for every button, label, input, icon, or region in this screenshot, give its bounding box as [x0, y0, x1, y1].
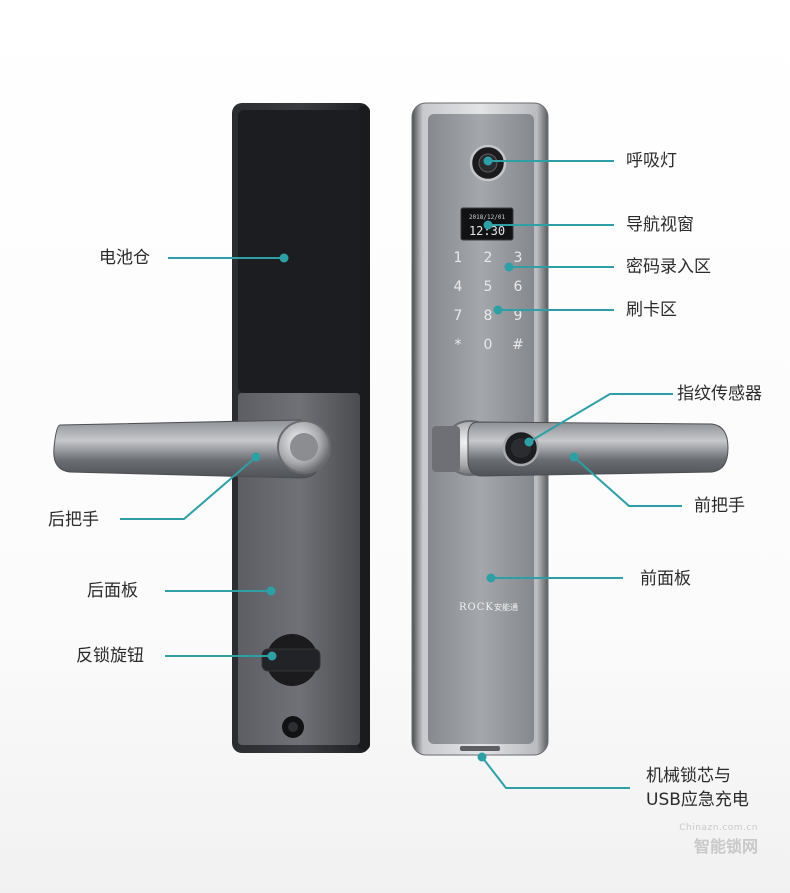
key-8[interactable]: 8	[484, 308, 493, 324]
key-star[interactable]: *	[455, 337, 462, 353]
callout-line-rear-handle	[120, 456, 257, 520]
label-rear-handle: 后把手	[48, 510, 99, 530]
callout-line-mech-core	[481, 756, 630, 789]
label-mech-core-line1: 机械锁芯与	[646, 766, 731, 786]
keypad: 1 2 3 4 5 6 7 8 9 * 0 #	[454, 250, 524, 353]
callout-lines	[120, 160, 682, 789]
battery-compartment	[238, 110, 360, 393]
callout-dot-rear-handle	[251, 452, 261, 462]
callout-dot-card-area	[493, 305, 503, 315]
key-4[interactable]: 4	[454, 279, 463, 295]
key-hash[interactable]: #	[512, 337, 524, 353]
thumb-turn-knob	[261, 648, 321, 672]
watermark: Chinazn.com.cn 智能锁网	[679, 823, 758, 857]
watermark-url: Chinazn.com.cn	[679, 823, 758, 833]
label-card-area: 刷卡区	[626, 300, 677, 320]
key-7[interactable]: 7	[454, 308, 463, 324]
label-mech-core-line2: USB应急充电	[646, 790, 749, 810]
display-time: 12:30	[469, 224, 505, 238]
watermark-name: 智能锁网	[693, 837, 758, 856]
callout-dot-nav-window	[483, 220, 493, 230]
label-front-handle: 前把手	[694, 496, 745, 516]
label-thumb-turn: 反锁旋钮	[76, 646, 144, 666]
label-front-panel: 前面板	[640, 569, 691, 589]
key-9[interactable]: 9	[514, 308, 523, 324]
label-breathing-light: 呼吸灯	[626, 151, 677, 171]
callout-dot-breathing-light	[483, 156, 493, 166]
brand-logo-cn: 安能通	[494, 602, 518, 612]
key-2[interactable]: 2	[484, 250, 493, 266]
callout-dot-keypad	[504, 262, 514, 272]
brand-logo: ROCK	[459, 602, 494, 613]
display-date: 2018/12/01	[469, 214, 506, 221]
callout-dot-thumb-turn	[267, 651, 277, 661]
callout-dot-front-handle	[569, 452, 579, 462]
rear-handle-rosette-inner	[290, 433, 318, 461]
label-fingerprint-sensor: 指纹传感器	[677, 384, 762, 404]
key-6[interactable]: 6	[514, 279, 523, 295]
callout-dot-rear-panel	[266, 586, 276, 596]
label-nav-window: 导航视窗	[626, 215, 694, 235]
front-lock: 2018/12/01 12:30 1 2 3 4 5 6 7 8 9 * 0 #…	[411, 102, 729, 756]
key-5[interactable]: 5	[484, 279, 493, 295]
callout-dot-battery	[279, 253, 289, 263]
label-battery-compartment: 电池仓	[99, 248, 150, 268]
callout-dots	[251, 156, 579, 762]
callout-line-front-handle	[573, 456, 682, 507]
rear-lock-edge	[358, 106, 370, 750]
label-keypad-area: 密码录入区	[626, 257, 711, 277]
callout-dot-front-panel	[486, 573, 496, 583]
key-3[interactable]: 3	[514, 250, 523, 266]
callout-dot-mech-core	[477, 752, 487, 762]
key-1[interactable]: 1	[454, 250, 463, 266]
rear-keyhole-inner	[288, 722, 298, 732]
front-handle-mount	[432, 426, 460, 472]
callout-dot-fingerprint	[524, 437, 534, 447]
key-0[interactable]: 0	[484, 337, 493, 353]
label-rear-panel: 后面板	[87, 581, 138, 601]
usb-emergency-port	[460, 746, 500, 751]
callout-line-fingerprint	[528, 393, 673, 443]
